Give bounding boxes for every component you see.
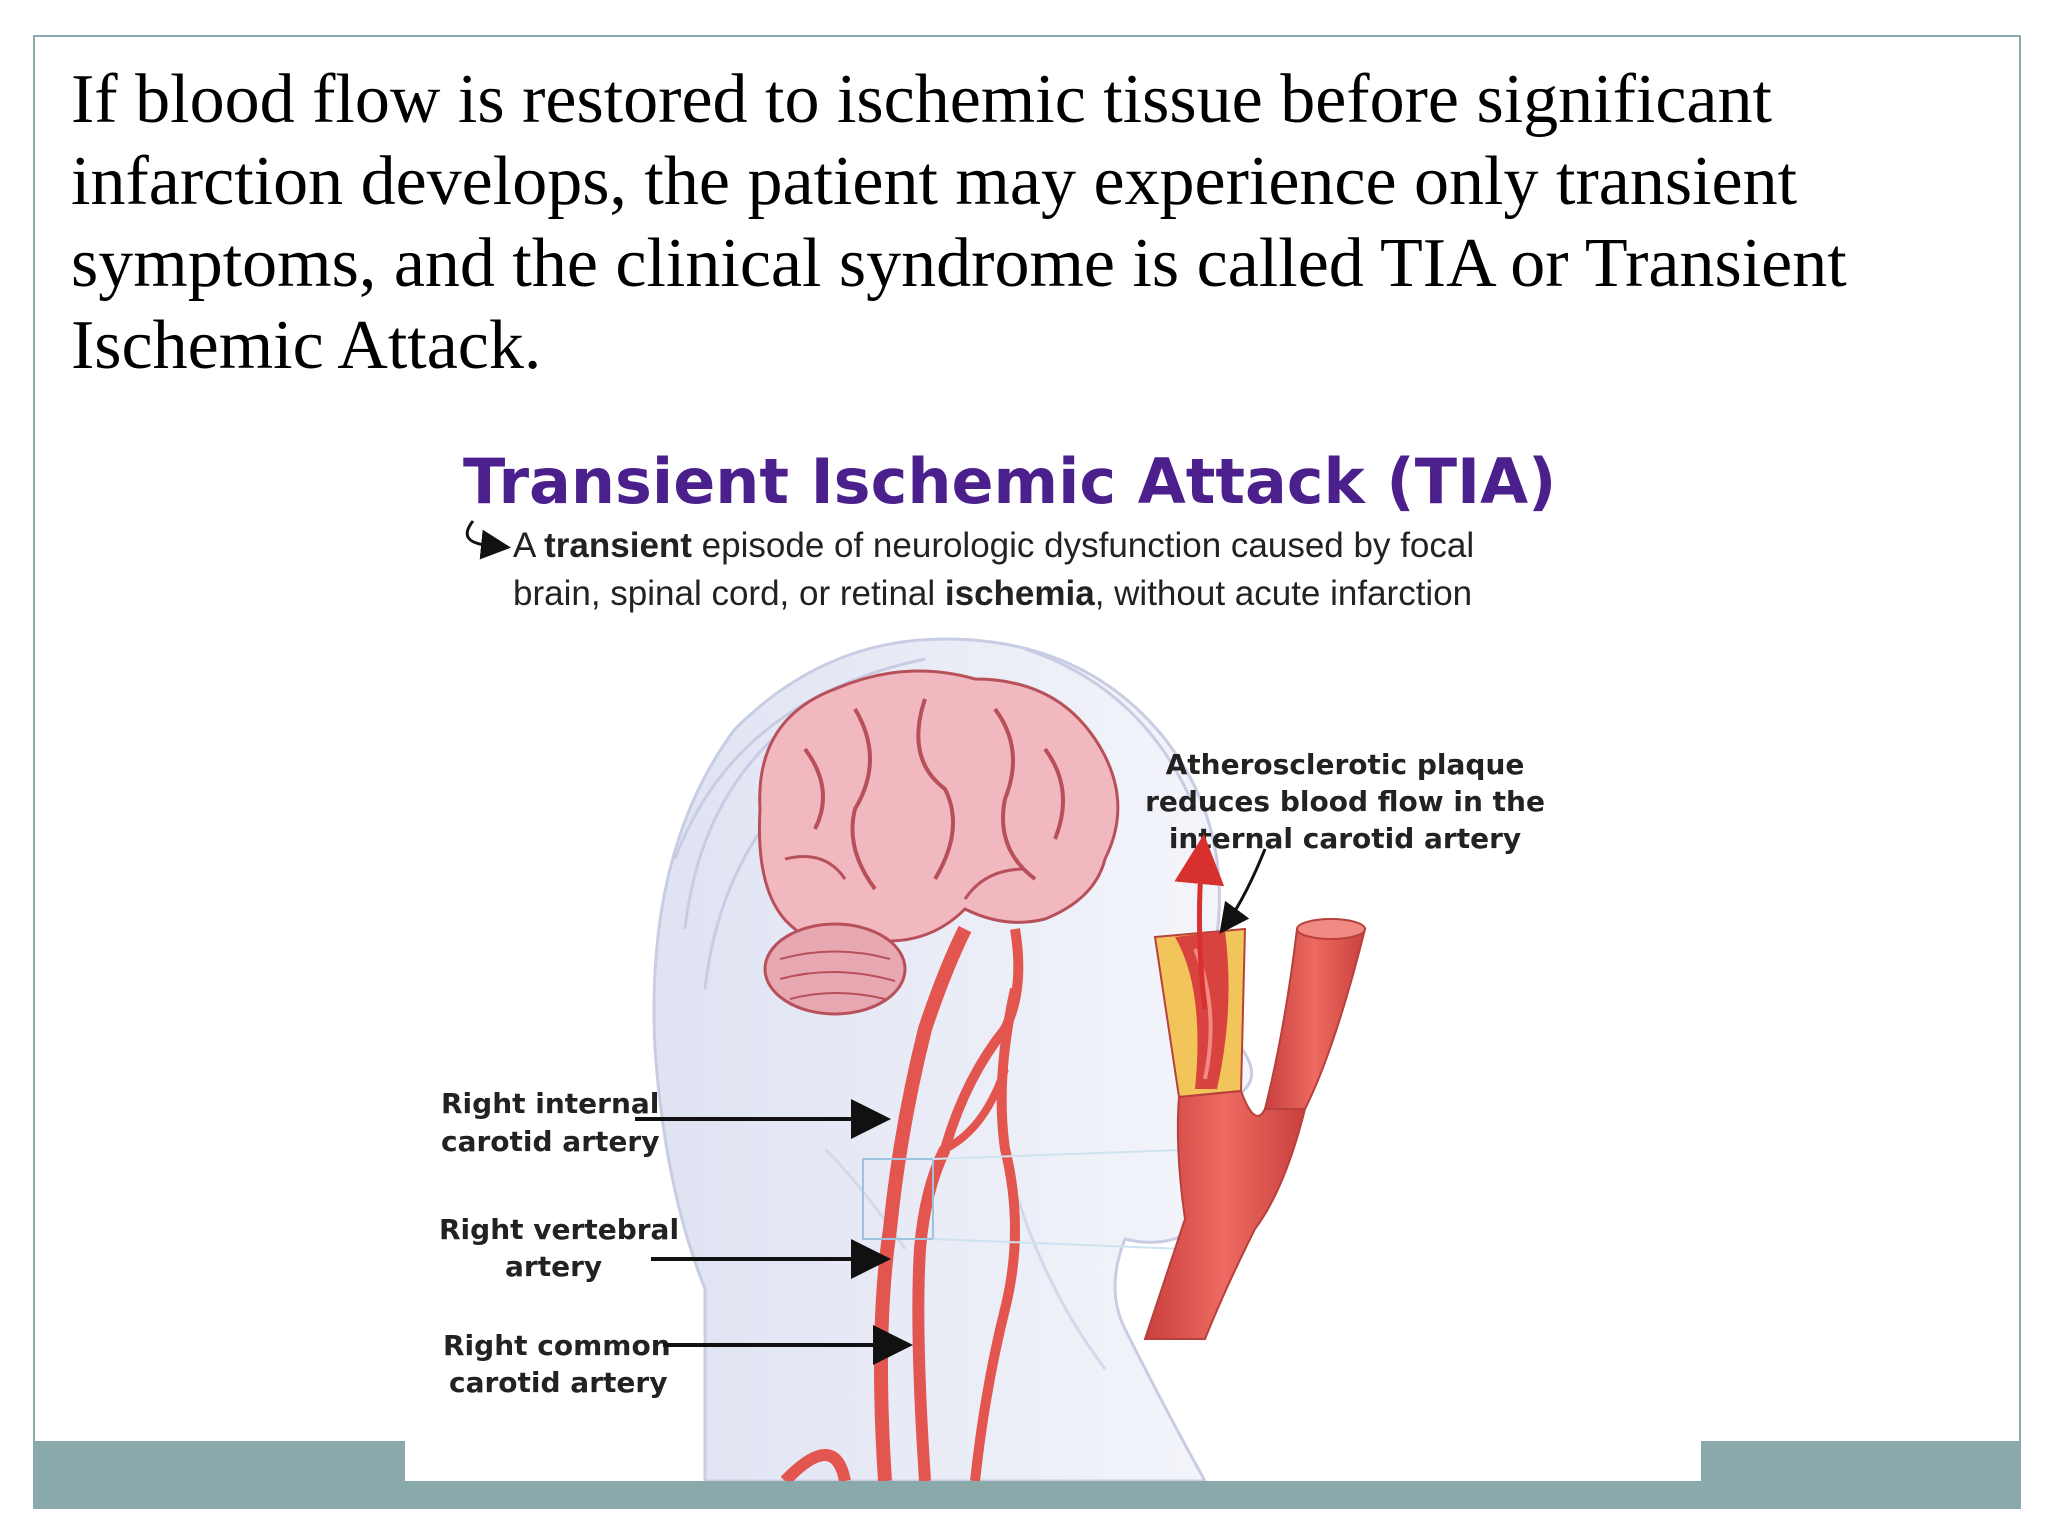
carotid-bifurcation-inset: [1143, 834, 1367, 1340]
slide-body-text: If blood flow is restored to ischemic ti…: [71, 61, 1847, 384]
tia-illustration: Transient Ischemic Attack (TIA) A transi…: [439, 445, 1556, 1481]
definition-line-1: A transient episode of neurologic dysfun…: [513, 526, 1474, 565]
brain: [757, 669, 1120, 1016]
blood-flow-arrow: [1174, 834, 1225, 1010]
figure-title: Transient Ischemic Attack (TIA): [463, 445, 1556, 518]
label-right-internal-carotid-2: carotid artery: [441, 1125, 659, 1158]
label-right-common-carotid-1: Right common: [443, 1329, 671, 1362]
label-plaque-1: Atherosclerotic plaque: [1166, 748, 1525, 781]
slide-frame: If blood flow is restored to ischemic ti…: [33, 35, 2021, 1509]
definition-arrow: [465, 520, 511, 560]
label-right-internal-carotid-1: Right internal: [441, 1087, 659, 1120]
label-plaque-3: internal carotid artery: [1169, 822, 1521, 855]
definition-line-2: brain, spinal cord, or retinal ischemia,…: [513, 574, 1472, 613]
label-right-vertebral-1: Right vertebral: [439, 1213, 679, 1246]
label-plaque-2: reduces blood flow in the: [1145, 785, 1545, 818]
arrow-plaque: [1219, 848, 1267, 934]
label-right-vertebral-2: artery: [505, 1250, 602, 1283]
tia-figure: Transient Ischemic Attack (TIA) A transi…: [405, 429, 1701, 1481]
label-right-common-carotid-2: carotid artery: [449, 1366, 667, 1399]
